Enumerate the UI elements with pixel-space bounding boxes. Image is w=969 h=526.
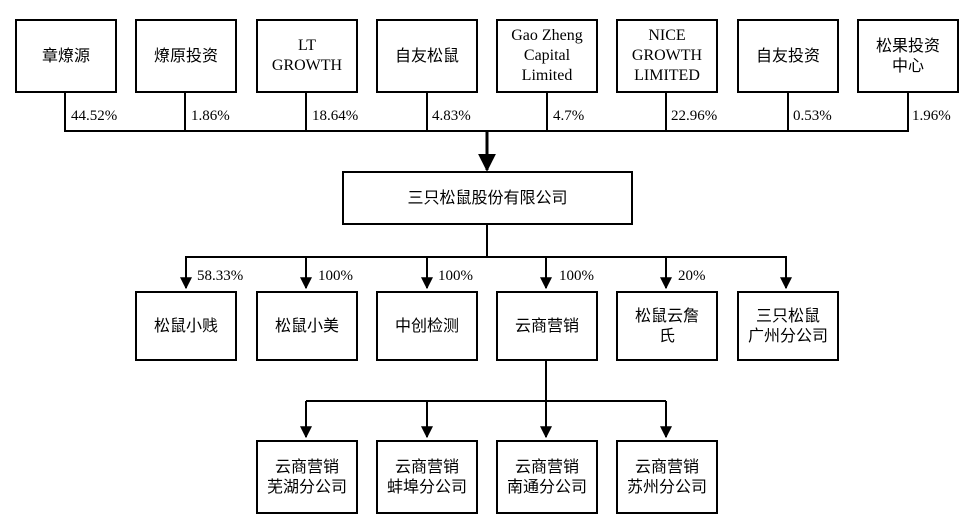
- shareholder-box: 章燎源: [15, 19, 117, 93]
- subsidiary-name: 中创检测: [394, 316, 459, 335]
- subsidiary-pct: 100%: [438, 268, 473, 284]
- subsidiary-pct: 100%: [318, 268, 353, 284]
- subsidiary-pct: 100%: [559, 268, 594, 284]
- shareholder-box: 松果投资 中心: [857, 19, 959, 93]
- shareholder-name: 自友松鼠: [394, 46, 459, 65]
- shareholder-name: 章燎源: [41, 46, 90, 65]
- branch-name: 云商营销 芜湖分公司: [266, 457, 347, 496]
- shareholding-pct: 4.7%: [553, 108, 585, 124]
- subsidiary-box: 云商营销: [496, 291, 598, 361]
- shareholder-box: 自友投资: [737, 19, 839, 93]
- shareholding-pct: 4.83%: [432, 108, 471, 124]
- branch-box: 云商营销 苏州分公司: [616, 440, 718, 514]
- branch-box: 云商营销 南通分公司: [496, 440, 598, 514]
- subsidiary-box: 中创检测: [376, 291, 478, 361]
- subsidiary-name: 松鼠小美: [274, 316, 339, 335]
- branch-name: 云商营销 蚌埠分公司: [386, 457, 467, 496]
- shareholding-pct: 18.64%: [312, 108, 359, 124]
- shareholder-name: LT GROWTH: [271, 37, 343, 74]
- shareholding-pct: 44.52%: [71, 108, 118, 124]
- subsidiary-name: 松鼠小贱: [153, 316, 218, 335]
- subsidiary-box: 松鼠云詹 氏: [616, 291, 718, 361]
- shareholder-box: 自友松鼠: [376, 19, 478, 93]
- shareholder-name: Gao Zheng Capital Limited: [511, 27, 583, 84]
- subsidiary-box: 松鼠小美: [256, 291, 358, 361]
- subsidiary-name: 三只松鼠 广州分公司: [747, 306, 828, 345]
- branch-name: 云商营销 南通分公司: [506, 457, 587, 496]
- shareholder-name: NICE GROWTH LIMITED: [631, 27, 703, 84]
- branch-box: 云商营销 芜湖分公司: [256, 440, 358, 514]
- shareholding-pct: 22.96%: [671, 108, 718, 124]
- shareholder-name: 自友投资: [755, 46, 820, 65]
- subsidiary-name: 云商营销: [514, 316, 579, 335]
- branch-box: 云商营销 蚌埠分公司: [376, 440, 478, 514]
- subsidiary-pct: 20%: [678, 268, 706, 284]
- subsidiary-name: 松鼠云詹 氏: [634, 306, 699, 345]
- subsidiary-box: 松鼠小贱: [135, 291, 237, 361]
- shareholding-pct: 1.86%: [191, 108, 230, 124]
- subsidiary-pct: 58.33%: [197, 268, 244, 284]
- shareholder-box: 燎原投资: [135, 19, 237, 93]
- shareholder-name: 松果投资 中心: [875, 36, 940, 75]
- branch-name: 云商营销 苏州分公司: [626, 457, 707, 496]
- shareholder-name: 燎原投资: [153, 46, 218, 65]
- shareholder-box: LT GROWTH: [256, 19, 358, 93]
- company-box: 三只松鼠股份有限公司: [342, 171, 633, 225]
- company-name: 三只松鼠股份有限公司: [407, 188, 568, 207]
- shareholding-pct: 0.53%: [793, 108, 832, 124]
- shareholder-box: Gao Zheng Capital Limited: [496, 19, 598, 93]
- shareholding-pct: 1.96%: [912, 108, 951, 124]
- shareholder-box: NICE GROWTH LIMITED: [616, 19, 718, 93]
- subsidiary-box: 三只松鼠 广州分公司: [737, 291, 839, 361]
